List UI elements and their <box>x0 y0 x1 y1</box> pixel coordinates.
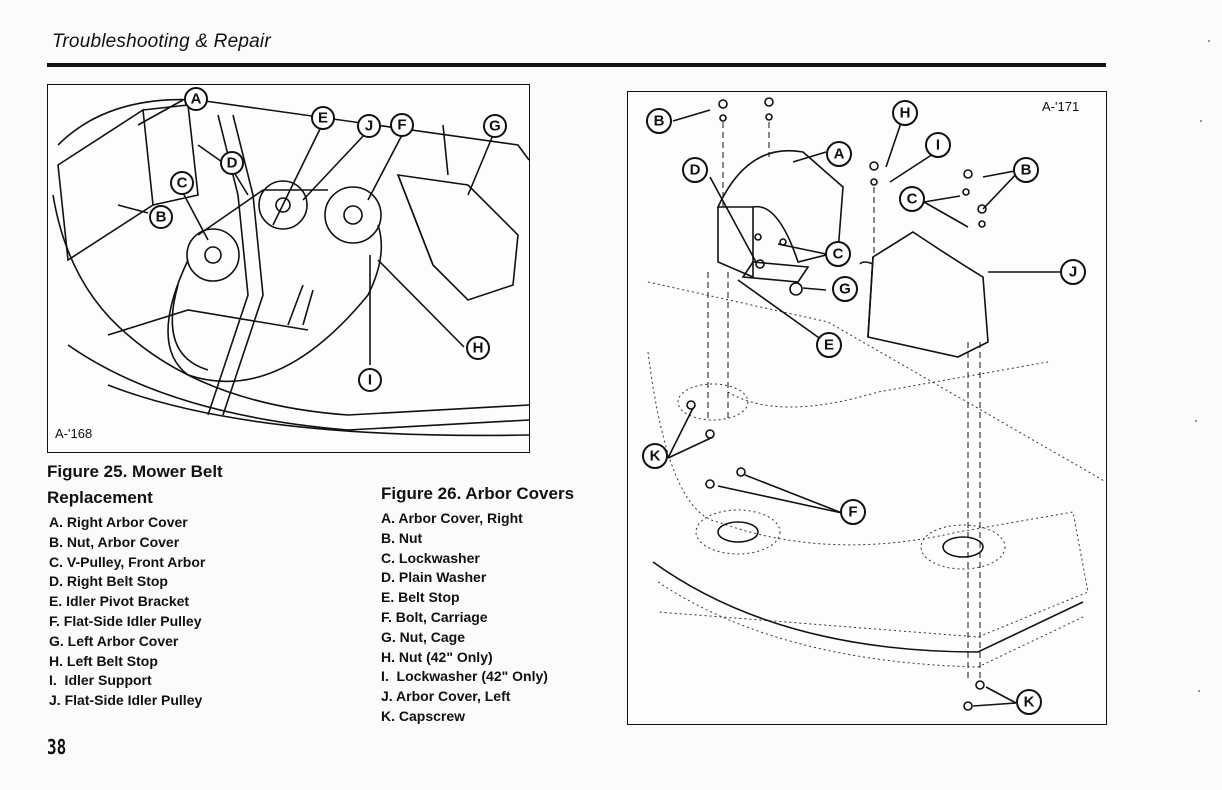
page-number: 38 <box>47 735 67 759</box>
list-item: H. Nut (42" Only) <box>381 648 493 665</box>
list-item: B. Nut, Arbor Cover <box>49 533 180 550</box>
fig25-callout: B <box>156 209 167 226</box>
list-item: G. Left Arbor Cover <box>49 632 179 649</box>
list-item: D. Right Belt Stop <box>49 573 168 590</box>
list-item: J. Flat-Side Idler Pulley <box>49 692 203 709</box>
figure-25-title-line2: Replacement <box>47 488 153 507</box>
figure-26-parts-list: A. Arbor Cover, Right B. Nut C. Lockwash… <box>381 509 548 727</box>
fig26-callout: I <box>936 137 940 154</box>
fig26-callout: F <box>848 504 857 521</box>
fig26-callout: C <box>907 191 918 208</box>
figure-25-illustration: A B C D E F G H I J A-'168 <box>47 84 530 453</box>
figure-25-image-id: A-'168 <box>55 426 93 441</box>
fig25-callout: J <box>365 118 373 135</box>
figure-26-title: Figure 26. Arbor Covers <box>381 484 575 503</box>
figure-26-image-id: A-'171 <box>1042 99 1080 114</box>
list-item: D. Plain Washer <box>381 569 487 586</box>
list-item: A. Arbor Cover, Right <box>381 510 523 526</box>
figure-25-parts-list: A. Right Arbor Cover B. Nut, Arbor Cover… <box>49 513 205 711</box>
scan-speck <box>1195 420 1197 422</box>
fig26-callout: H <box>900 105 911 122</box>
list-item: C. Lockwasher <box>381 549 480 566</box>
fig25-callout: I <box>368 372 372 389</box>
list-item: K. Capscrew <box>381 707 466 724</box>
scan-speck <box>1208 40 1210 42</box>
list-item: F. Bolt, Carriage <box>381 608 488 625</box>
list-item: H. Left Belt Stop <box>49 652 158 669</box>
fig25-callout: F <box>397 117 406 134</box>
fig25-callout: C <box>177 175 188 192</box>
list-item: I. Idler Support <box>49 672 152 689</box>
fig26-callout: J <box>1069 264 1077 281</box>
list-item: E. Idler Pivot Bracket <box>49 593 190 610</box>
figure-25-title-line1: Figure 25. Mower Belt <box>47 462 223 481</box>
list-item: G. Nut, Cage <box>381 628 466 645</box>
fig26-callout: D <box>690 162 701 179</box>
scan-speck <box>1198 690 1200 692</box>
fig26-callout: B <box>654 113 665 130</box>
figure-26-illustration: A B B C C D E F G H I J K K A-'171 <box>627 91 1107 725</box>
page-header-title: Troubleshooting & Repair <box>52 31 271 52</box>
list-item: E. Belt Stop <box>381 589 460 606</box>
list-item: J. Arbor Cover, Left <box>381 688 511 705</box>
list-item: A. Right Arbor Cover <box>49 514 188 530</box>
fig26-callout: A <box>834 146 845 163</box>
scan-speck <box>1200 120 1202 122</box>
fig25-callout: G <box>489 118 501 135</box>
fig26-callout: K <box>650 448 661 465</box>
list-item: B. Nut <box>381 529 423 546</box>
fig26-callout: E <box>824 337 834 354</box>
figure-25-title: Figure 25. Mower Belt Replacement <box>47 459 223 511</box>
fig25-callouts: A B C D E F G H I J <box>149 87 507 392</box>
fig26-callout: C <box>833 246 844 263</box>
header-rule <box>47 63 1106 67</box>
list-item: C. V-Pulley, Front Arbor <box>49 553 206 570</box>
fig26-callout: K <box>1024 694 1035 711</box>
fig26-callout: G <box>839 281 851 298</box>
fig25-callout: H <box>473 340 484 357</box>
fig25-callout: D <box>227 155 238 172</box>
fig26-callout: B <box>1021 162 1032 179</box>
list-item: I. Lockwasher (42" Only) <box>381 668 548 685</box>
fig25-callout: A <box>191 91 202 108</box>
fig25-callout: E <box>318 110 328 127</box>
list-item: F. Flat-Side Idler Pulley <box>49 612 202 629</box>
fig26-callouts: A B B C C D E F G H I J K K <box>642 100 1086 715</box>
